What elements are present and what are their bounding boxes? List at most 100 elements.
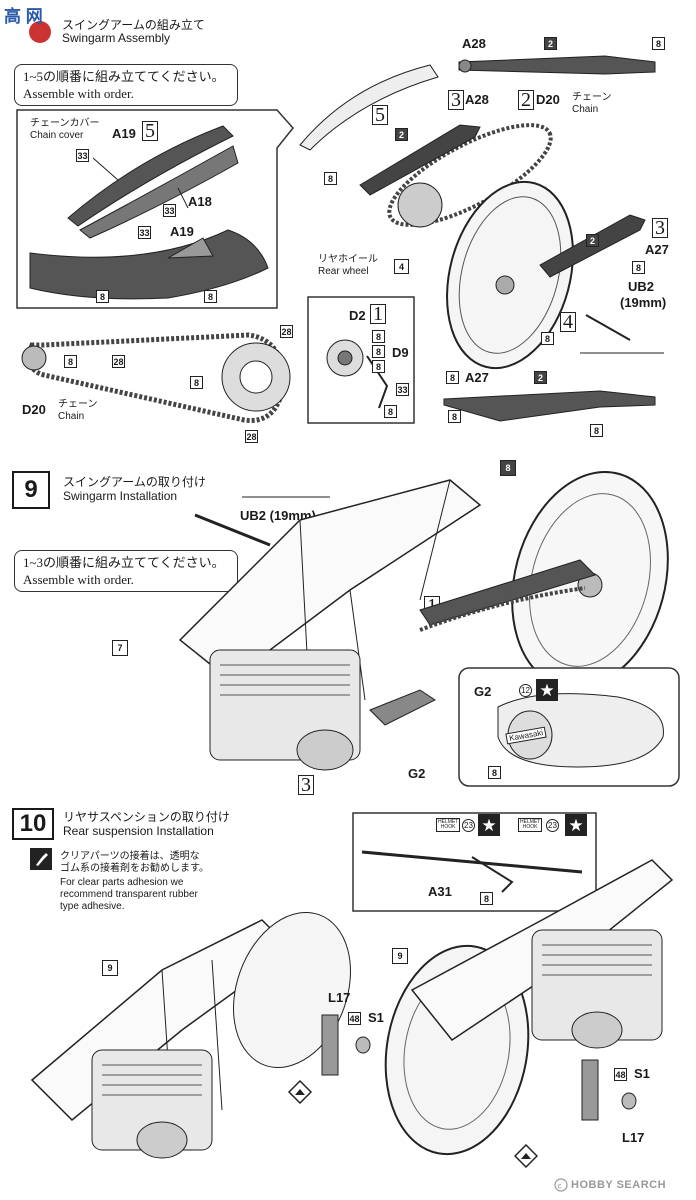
step1-marker: 1	[370, 304, 386, 324]
part-d20b-label: D20	[536, 92, 560, 107]
badge-8-k: 8	[372, 360, 385, 373]
step10-note-en-1: For clear parts adhesion we	[60, 877, 184, 888]
frame-illustration-step10-right	[384, 859, 674, 1156]
step9-title-en: Swingarm Installation	[63, 489, 178, 503]
badge-4-a: 4	[394, 259, 409, 274]
chain-cover-illustration	[29, 125, 269, 300]
l17-label-b: L17	[622, 1130, 645, 1145]
swingarm-bottom-illustration	[443, 390, 656, 422]
step10-note-jp-1: クリアパーツの接着は、透明な	[60, 851, 200, 862]
badge-28-b: 28	[280, 325, 293, 338]
star-icon-b: ★	[478, 814, 500, 836]
badge-33-a: 33	[76, 149, 89, 162]
badge-8-c: 8	[64, 355, 77, 368]
chain-label-en: Chain	[58, 411, 85, 422]
helmet-hook-tag-a: HELMET HOOK	[436, 818, 461, 832]
helmet-text-a: HELMET	[438, 819, 459, 825]
l17-label-a: L17	[328, 990, 351, 1005]
part-a19b-label: A19	[170, 224, 194, 239]
step8-order-en: Assemble with order.	[23, 86, 134, 101]
part-d9-label: D9	[392, 345, 409, 360]
step9-order-en: Assemble with order.	[23, 572, 134, 587]
part-d20-label: D20	[22, 402, 46, 417]
bolt-illustration	[194, 496, 330, 547]
badge-8-n: 8	[448, 410, 461, 423]
circle-23-a: 23	[462, 819, 475, 832]
badge-8-j: 8	[372, 345, 385, 358]
washer-icon-a	[355, 1036, 371, 1054]
washer-icon-b	[621, 1092, 637, 1110]
star-icon-c: ★	[565, 814, 587, 836]
circle-23-b: 23	[546, 819, 559, 832]
badge-48-a: 48	[348, 1012, 361, 1025]
step8-title-jp: スイングアームの組み立て	[62, 18, 205, 32]
step2-marker: 2	[518, 90, 534, 110]
step5-marker-b: 5	[372, 105, 388, 125]
chain-cover-box	[16, 109, 294, 309]
g2-detail-box	[458, 667, 680, 787]
star-icon-a: ★	[536, 679, 558, 701]
chain-cover-label-jp: チェーンカバー	[30, 118, 100, 129]
watermark-text: 高 网	[4, 6, 43, 26]
step9-order-callout: 1~3の順番に組み立ててください。 Assemble with order.	[14, 550, 238, 592]
glue-point-icon-a	[288, 1080, 312, 1104]
step10-title-en: Rear suspension Installation	[63, 824, 214, 838]
badge-8-g: 8	[632, 261, 645, 274]
hobby-search-logo: c HOBBY SEARCH	[554, 1178, 666, 1192]
badge-8-m: 8	[446, 371, 459, 384]
helmet-text-b: HELMET	[520, 819, 541, 825]
chain-sprocket-illustration	[21, 332, 291, 423]
badge-8-a: 8	[96, 290, 109, 303]
step4-marker: 4	[560, 312, 576, 332]
part-a28b-label: A28	[465, 92, 489, 107]
badge-28-c: 28	[245, 430, 258, 443]
s1-label-b: S1	[634, 1066, 650, 1081]
step5-marker: 5	[142, 121, 158, 141]
part-a27b-label: A27	[465, 370, 489, 385]
hook-text-b: HOOK	[522, 824, 538, 830]
step9-number: 9	[12, 471, 50, 509]
step10-note-en-3: type adhesive.	[60, 901, 125, 912]
part-a19-label: A19	[112, 126, 136, 141]
step10-note-en-2: recommend transparent rubber	[60, 889, 198, 900]
badge-2-b: 2	[395, 128, 408, 141]
chain-label-jp-b: チェーン	[572, 92, 612, 103]
a31-label: A31	[428, 884, 452, 899]
chain-label-en-b: Chain	[572, 104, 599, 115]
badge-9-b: 9	[392, 948, 408, 964]
svg-text:c: c	[558, 1182, 562, 1191]
badge-8-r: 8	[480, 892, 493, 905]
frame-engine-illustration-step9	[178, 470, 669, 771]
badge-8-d: 8	[190, 376, 203, 389]
chain-cover-label-en: Chain cover	[30, 130, 84, 141]
badge-2-d: 2	[534, 371, 547, 384]
part-d2-label: D2	[349, 308, 366, 323]
g2-label-main: G2	[408, 766, 426, 781]
frame-illustration-step10-left	[30, 912, 351, 1159]
badge-8-e: 8	[652, 37, 665, 50]
brand-text: HOBBY SEARCH	[571, 1179, 667, 1191]
step3-marker-c: 3	[298, 775, 314, 795]
helmet-hook-tag-b: HELMET HOOK	[518, 818, 543, 832]
chain-label-jp: チェーン	[58, 399, 98, 410]
badge-33-d: 33	[396, 383, 409, 396]
brake-panel-box	[307, 296, 415, 424]
part-a28-label: A28	[462, 36, 486, 51]
glue-point-icon-b	[514, 1144, 538, 1168]
g2-label-detail: G2	[474, 684, 492, 699]
part-ub2-label: UB2	[628, 279, 655, 294]
badge-8-p: 8	[500, 460, 516, 476]
step3-marker: 3	[448, 90, 464, 110]
badge-28-a: 28	[112, 355, 125, 368]
badge-8-o: 8	[590, 424, 603, 437]
step9-title-jp: スイングアームの取り付け	[63, 475, 206, 489]
badge-8-l: 8	[384, 405, 397, 418]
rear-wheel-label-jp: リヤホイール	[318, 254, 378, 265]
site-logo-icon: 高 网	[4, 6, 51, 43]
step8-order-jp: 1~5の順番に組み立ててください。	[23, 69, 225, 84]
badge-48-b: 48	[614, 1068, 627, 1081]
badge-33-b: 33	[163, 204, 176, 217]
step8-title-en: Swingarm Assembly	[62, 31, 171, 45]
badge-2-c: 2	[586, 234, 599, 247]
swingarm-top-illustration	[458, 55, 656, 75]
